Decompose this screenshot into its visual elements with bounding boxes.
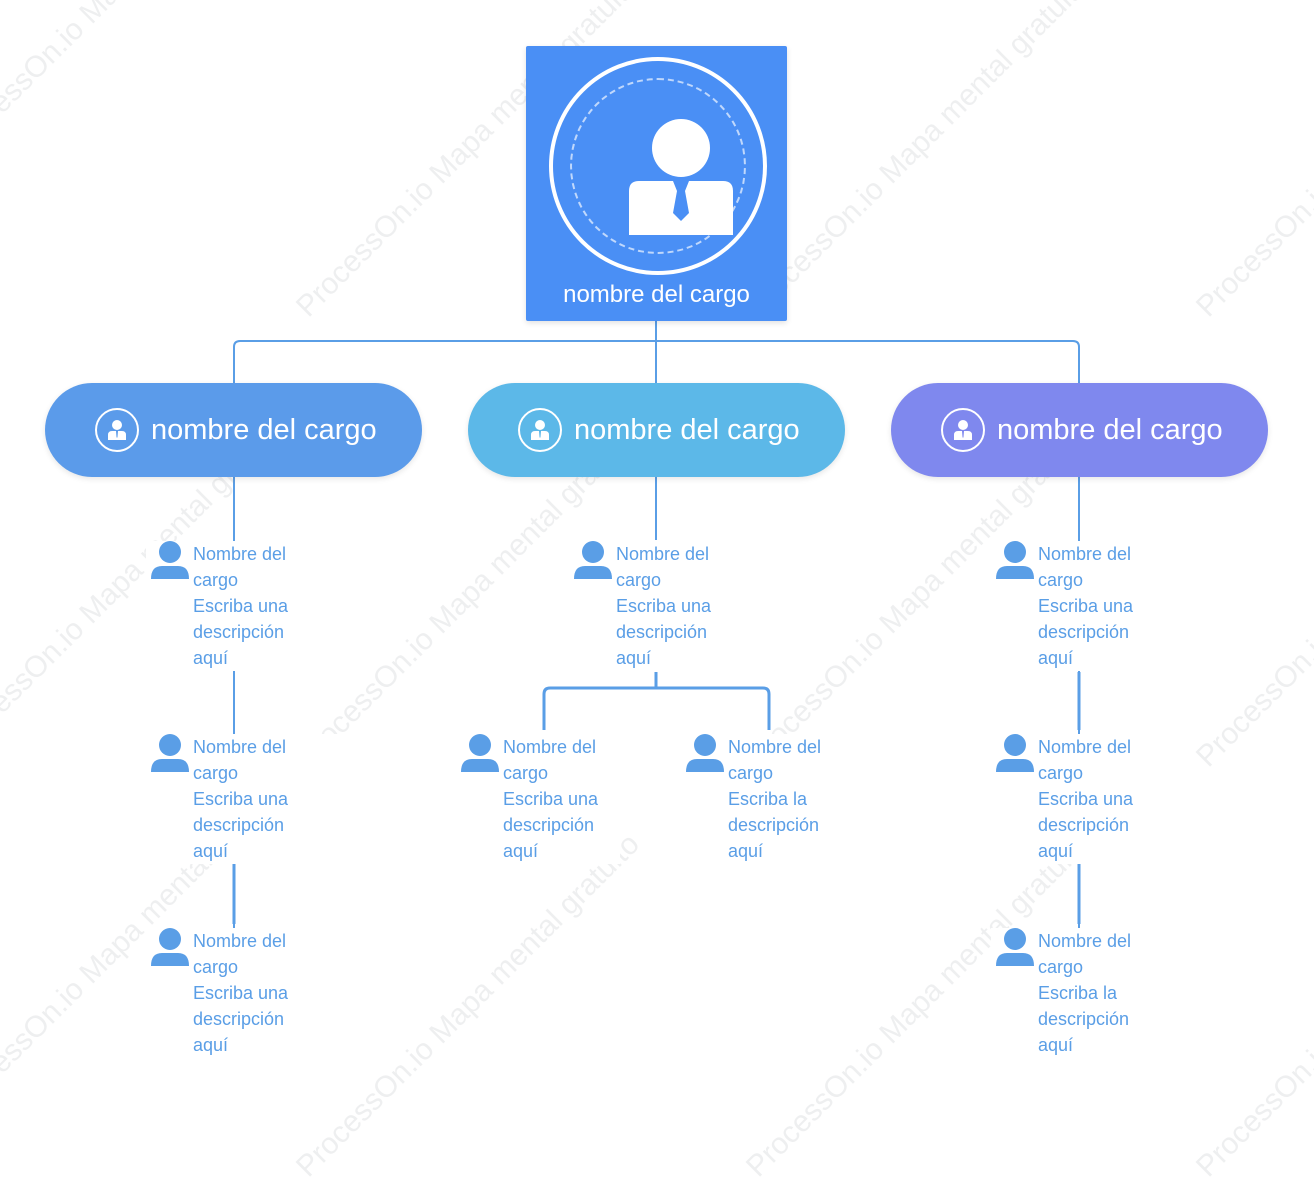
- person-icon: [996, 928, 1034, 966]
- position-node[interactable]: Nombre del cargo Escriba una descripción…: [146, 734, 340, 864]
- root-node[interactable]: nombre del cargo: [526, 46, 787, 321]
- position-description: Escriba una: [616, 596, 712, 616]
- position-description: aquí: [193, 648, 229, 668]
- position-description: Escriba una: [503, 789, 599, 809]
- position-description: aquí: [616, 648, 652, 668]
- position-title: Nombre del: [503, 737, 597, 757]
- position-title: cargo: [1038, 957, 1084, 977]
- department-label: nombre del cargo: [997, 413, 1223, 446]
- department-pill-2[interactable]: nombre del cargo: [468, 383, 845, 477]
- position-node[interactable]: Nombre del cargo Escriba una descripción…: [146, 541, 340, 671]
- position-description: Escriba una: [193, 789, 289, 809]
- person-icon: [574, 541, 612, 579]
- position-title: cargo: [1038, 570, 1084, 590]
- person-icon: [996, 541, 1034, 579]
- person-circle-icon: [941, 408, 985, 452]
- person-circle-icon: [518, 408, 562, 452]
- position-node[interactable]: Nombre del cargo Escriba una descripción…: [456, 734, 620, 864]
- connector-col2-split: [542, 672, 771, 730]
- person-icon: [996, 734, 1034, 772]
- position-node[interactable]: Nombre del cargo Escriba una descripción…: [991, 734, 1185, 864]
- position-title: Nombre del: [1038, 931, 1132, 951]
- position-title: Nombre del: [1038, 544, 1132, 564]
- position-description: aquí: [728, 841, 764, 861]
- person-circle-icon: [95, 408, 139, 452]
- person-icon: [151, 928, 189, 966]
- position-node[interactable]: Nombre del cargo Escriba una descripción…: [146, 928, 340, 1058]
- position-description: descripción: [503, 815, 595, 835]
- position-node[interactable]: Nombre del cargo Escriba la descripción …: [681, 734, 845, 864]
- position-description: aquí: [193, 841, 229, 861]
- position-description: aquí: [1038, 648, 1074, 668]
- position-description: descripción: [193, 622, 285, 642]
- position-title: cargo: [193, 570, 239, 590]
- root-avatar-ring: [549, 57, 767, 275]
- position-description: descripción: [1038, 1009, 1130, 1029]
- position-description: aquí: [503, 841, 539, 861]
- position-title: Nombre del: [193, 737, 287, 757]
- position-title: Nombre del: [193, 931, 287, 951]
- position-node[interactable]: Nombre del cargo Escriba la descripción …: [991, 928, 1185, 1058]
- position-description: Escriba una: [193, 596, 289, 616]
- position-description: Escriba la: [1038, 983, 1118, 1003]
- position-title: cargo: [616, 570, 662, 590]
- position-description: aquí: [1038, 841, 1074, 861]
- person-icon: [461, 734, 499, 772]
- person-icon: [686, 734, 724, 772]
- position-title: cargo: [728, 763, 774, 783]
- position-description: Escriba la: [728, 789, 808, 809]
- position-description: descripción: [616, 622, 708, 642]
- businessman-icon: [629, 119, 733, 235]
- person-icon: [151, 734, 189, 772]
- position-description: aquí: [193, 1035, 229, 1055]
- position-description: descripción: [728, 815, 820, 835]
- position-title: Nombre del: [728, 737, 822, 757]
- position-title: Nombre del: [616, 544, 710, 564]
- department-pill-1[interactable]: nombre del cargo: [45, 383, 422, 477]
- position-description: Escriba una: [193, 983, 289, 1003]
- position-title: cargo: [193, 957, 239, 977]
- department-pill-3[interactable]: nombre del cargo: [891, 383, 1268, 477]
- department-label: nombre del cargo: [151, 413, 377, 446]
- position-node[interactable]: Nombre del cargo Escriba una descripción…: [569, 541, 763, 671]
- position-title: cargo: [503, 763, 549, 783]
- person-icon: [151, 541, 189, 579]
- position-description: descripción: [1038, 815, 1130, 835]
- position-description: descripción: [193, 815, 285, 835]
- root-title: nombre del cargo: [563, 281, 750, 308]
- position-title: Nombre del: [1038, 737, 1132, 757]
- position-node[interactable]: Nombre del cargo Escriba una descripción…: [991, 541, 1185, 671]
- position-description: Escriba una: [1038, 789, 1134, 809]
- position-description: descripción: [193, 1009, 285, 1029]
- position-description: aquí: [1038, 1035, 1074, 1055]
- department-label: nombre del cargo: [574, 413, 800, 446]
- position-title: Nombre del: [193, 544, 287, 564]
- position-title: cargo: [1038, 763, 1084, 783]
- position-description: descripción: [1038, 622, 1130, 642]
- position-description: Escriba una: [1038, 596, 1134, 616]
- position-title: cargo: [193, 763, 239, 783]
